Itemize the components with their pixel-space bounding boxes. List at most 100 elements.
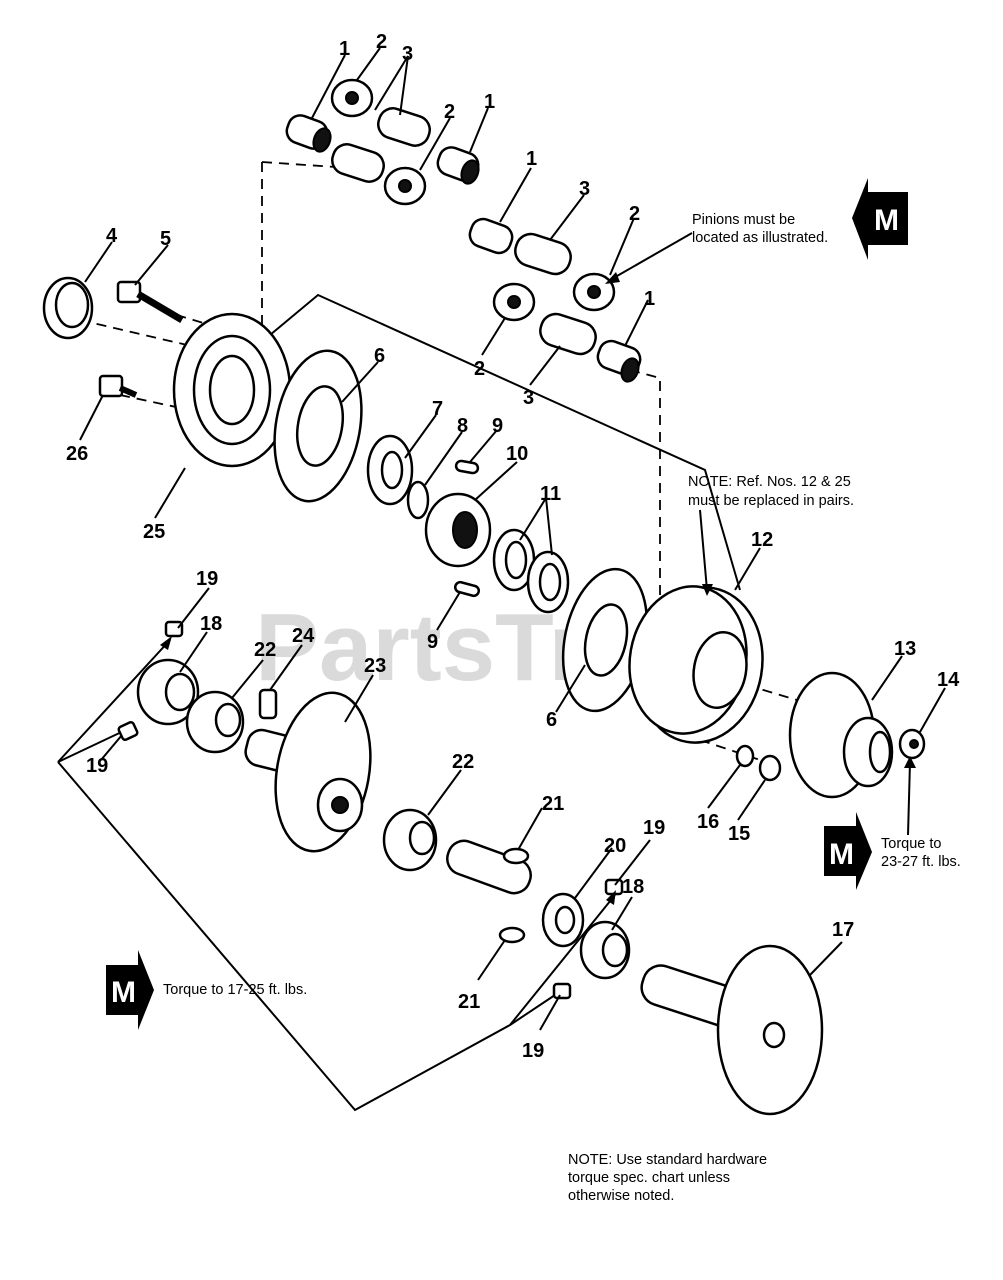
pinion-arrow — [609, 232, 693, 281]
bracket-line — [57, 761, 616, 1112]
m-marker-torque-right: M — [824, 812, 872, 890]
arrowhead — [605, 272, 620, 284]
washer-20 — [541, 892, 585, 948]
bearing-22b — [382, 808, 438, 872]
callout-1: 1 — [526, 148, 537, 170]
arrowhead — [606, 890, 616, 905]
callout-22: 22 — [452, 751, 474, 773]
key-21a — [502, 847, 530, 865]
spacer-3c — [514, 232, 572, 276]
callout-14: 14 — [937, 669, 960, 691]
nut-15 — [758, 754, 782, 782]
callout-15: 15 — [728, 823, 750, 845]
note-torque-left: Torque to 17-25 ft. lbs. — [163, 982, 307, 998]
bracket-line — [509, 992, 559, 1026]
note-hardware-line3: otherwise noted. — [568, 1188, 674, 1204]
callout-16: 16 — [697, 811, 719, 833]
washer-11a — [492, 528, 536, 592]
note-ref-line1: NOTE: Ref. Nos. 12 & 25 — [688, 474, 851, 490]
callout-1: 1 — [484, 91, 495, 113]
key-21b — [498, 926, 526, 944]
washer-7 — [366, 434, 414, 506]
note-pinions-line1: Pinions must be — [692, 212, 795, 228]
callout-2: 2 — [474, 358, 485, 380]
callout-2: 2 — [376, 31, 387, 53]
note-pinions-line2: located as illustrated. — [692, 230, 828, 246]
torque-arrow — [907, 761, 911, 836]
m-marker-torque-left: M — [106, 950, 154, 1030]
spring-1a — [285, 114, 332, 153]
alignment-line — [261, 161, 381, 171]
collar-18b — [579, 920, 631, 980]
carrier-23 — [244, 691, 372, 853]
callout-17: 17 — [832, 919, 854, 941]
callout-23: 23 — [364, 655, 386, 677]
axle-17 — [640, 944, 824, 1116]
callout-1: 1 — [339, 38, 350, 60]
plate-6b — [561, 567, 649, 713]
screw-19b — [117, 721, 139, 741]
bearing-22a — [185, 690, 245, 754]
callout-19: 19 — [522, 1040, 544, 1062]
note-ref-line2: must be replaced in pairs. — [688, 493, 854, 509]
bolt-5 — [116, 280, 184, 324]
note-torque-right-line2: 23-27 ft. lbs. — [881, 854, 961, 870]
fitting-24 — [258, 688, 278, 720]
pin-9a — [454, 459, 480, 475]
svg-text:M: M — [874, 204, 899, 237]
callout-1: 1 — [644, 288, 655, 310]
screw-19a — [164, 620, 184, 638]
arrowhead — [160, 636, 172, 650]
spacer-3b — [331, 143, 385, 183]
bushing-4 — [42, 276, 94, 340]
m-marker-pinions: M — [852, 178, 908, 260]
callout-3: 3 — [402, 43, 413, 65]
screw-19d — [552, 982, 572, 1000]
note-hardware-line2: torque spec. chart unless — [568, 1170, 730, 1186]
callout-3: 3 — [579, 178, 590, 200]
housing-25 — [172, 312, 292, 468]
callout-9: 9 — [427, 631, 438, 653]
bracket-line — [269, 293, 741, 591]
callout-2: 2 — [444, 101, 455, 123]
pinion-2b — [383, 166, 427, 206]
callout-numbers: 1 2 3 2 1 1 3 2 1 2 3 4 5 26 25 6 7 8 9 … — [66, 31, 960, 1062]
callout-7: 7 — [432, 398, 443, 420]
callout-25: 25 — [143, 521, 165, 543]
callout-26: 26 — [66, 443, 88, 465]
callout-5: 5 — [160, 228, 171, 250]
svg-text:M: M — [111, 976, 136, 1009]
callout-6: 6 — [546, 709, 557, 731]
screw-19c — [604, 878, 624, 896]
callout-20: 20 — [604, 835, 626, 857]
callout-19: 19 — [196, 568, 218, 590]
svg-text:M: M — [829, 838, 854, 871]
bracket-line — [57, 639, 171, 763]
bolt-26 — [98, 374, 138, 398]
callout-9: 9 — [492, 415, 503, 437]
callout-12: 12 — [751, 529, 773, 551]
callout-11: 11 — [540, 483, 561, 505]
spring-1d — [596, 339, 642, 383]
callout-2: 2 — [629, 203, 640, 225]
washer-11b — [526, 550, 570, 614]
spring-1c — [468, 217, 514, 255]
callout-21: 21 — [458, 991, 480, 1013]
callout-4: 4 — [106, 225, 118, 247]
pin-9b — [453, 580, 481, 598]
spacer-3a — [377, 107, 431, 147]
bracket-line — [57, 727, 131, 763]
callout-24: 24 — [292, 625, 315, 647]
spacer-3d — [539, 312, 597, 356]
callout-22: 22 — [254, 639, 276, 661]
note-torque-right-line1: Torque to — [881, 836, 941, 852]
pinion-2d — [492, 282, 536, 322]
washer-16 — [735, 744, 755, 768]
note-hardware-line1: NOTE: Use standard hardware — [568, 1152, 767, 1168]
callout-19: 19 — [86, 755, 108, 777]
arrowhead — [904, 756, 916, 768]
callout-8: 8 — [457, 415, 468, 437]
collar-18a — [136, 658, 200, 726]
hub-13 — [788, 671, 894, 799]
